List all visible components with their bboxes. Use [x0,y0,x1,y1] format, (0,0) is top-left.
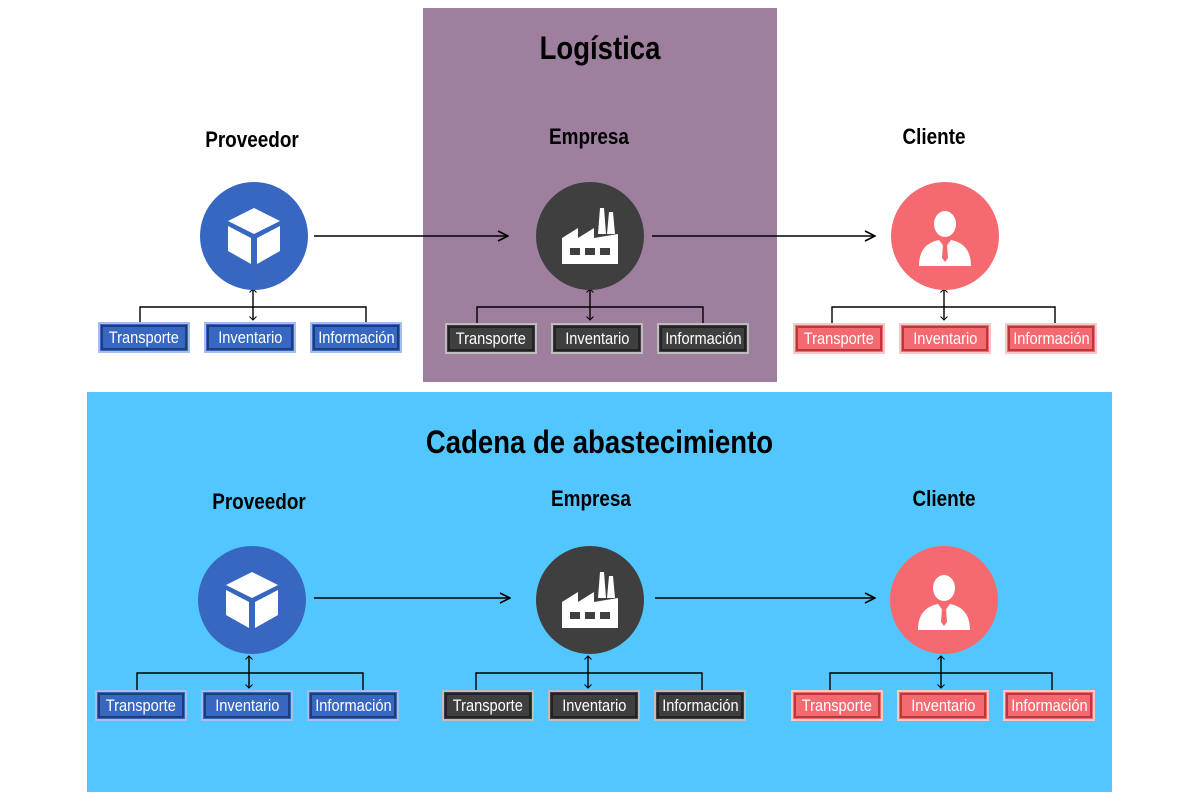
inventory-box: Inventario [551,323,643,354]
factory-icon [562,572,618,628]
provider-node: Proveedor [112,127,392,387]
client-node: Cliente [794,124,1074,384]
information-box: Información [1005,323,1097,354]
transport-box: Transporte [793,323,885,354]
company-label: Empresa [551,486,631,511]
inventory-box: Inventario [204,322,296,353]
box-icon [226,572,278,628]
client-attributes: Transporte Inventario Información [793,323,1097,354]
company-circle [536,546,644,654]
provider-circle [198,546,306,654]
provider-attributes: Transporte Inventario Información [98,322,402,353]
company-node: Empresa [451,486,731,746]
information-box: Información [310,322,402,353]
client-attributes: Transporte Inventario Información [791,690,1095,721]
information-box: Información [307,690,399,721]
box-icon [228,208,280,264]
company-circle [536,182,644,290]
company-label: Empresa [549,124,629,149]
transport-box: Transporte [442,690,534,721]
logistics-title: Logística [539,30,661,66]
person-icon [919,211,971,266]
client-circle [890,546,998,654]
inventory-box: Inventario [897,690,989,721]
supply-chain-title: Cadena de abastecimiento [425,424,774,460]
information-box: Información [654,690,746,721]
client-node: Cliente [804,486,1084,746]
client-circle [891,182,999,290]
transport-box: Transporte [445,323,537,354]
client-label: Cliente [902,124,966,149]
information-box: Información [1003,690,1095,721]
factory-icon [562,208,618,264]
provider-label: Proveedor [205,127,299,152]
transport-box: Transporte [95,690,187,721]
company-attributes: Transporte Inventario Información [442,690,746,721]
provider-attributes: Transporte Inventario Información [95,690,399,721]
inventory-box: Inventario [201,690,293,721]
information-box: Información [657,323,749,354]
person-icon [918,575,970,630]
provider-circle [200,182,308,290]
inventory-box: Inventario [899,323,991,354]
provider-label: Proveedor [212,489,306,514]
inventory-box: Inventario [548,690,640,721]
transport-box: Transporte [791,690,883,721]
client-label: Cliente [912,486,976,511]
provider-node: Proveedor [119,489,399,749]
company-node: Empresa [449,124,729,384]
transport-box: Transporte [98,322,190,353]
company-attributes: Transporte Inventario Información [445,323,749,354]
